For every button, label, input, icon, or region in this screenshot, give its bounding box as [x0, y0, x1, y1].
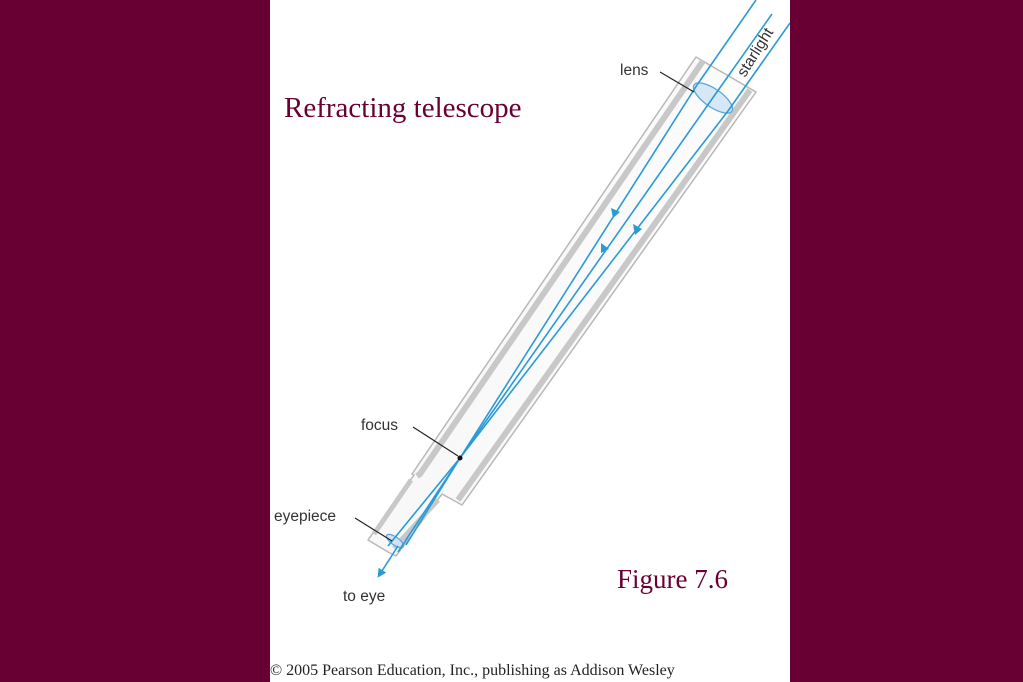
- focus-leader: [412, 426, 459, 457]
- ray-1: [696, 0, 757, 86]
- ray-arrow-3: [633, 224, 642, 235]
- to-eye-label: to eye: [343, 588, 385, 605]
- ray-diverge-3: [405, 457, 461, 546]
- ray-3: [727, 22, 790, 112]
- ray-2-refracted: [459, 98, 713, 459]
- tube-wall-right: [455, 88, 753, 502]
- focus-label: focus: [361, 417, 398, 434]
- ray-2: [711, 13, 773, 100]
- light-rays: [377, 0, 790, 578]
- figure-number: Figure 7.6: [617, 564, 728, 594]
- eyepiece-lens: [385, 533, 405, 549]
- ray-arrow-1: [611, 208, 620, 218]
- focus-point: [457, 455, 463, 461]
- telescope-diagram: lens focus eyepiece to eye starlight: [274, 0, 790, 605]
- lens-label: lens: [620, 62, 649, 79]
- ray-diverge-1: [387, 457, 461, 547]
- ray-3-refracted: [459, 110, 729, 459]
- ray-1-refracted: [459, 84, 698, 459]
- figure-panel: lens focus eyepiece to eye starlight Ref…: [270, 0, 790, 682]
- copyright-notice: © 2005 Pearson Education, Inc., publishi…: [270, 662, 675, 679]
- telescope-tube: [367, 56, 757, 557]
- ray-arrows: [601, 208, 642, 253]
- diagram-title: Refracting telescope: [284, 92, 522, 124]
- lens-leader: [659, 71, 695, 93]
- ray-arrow-2: [601, 243, 609, 253]
- ray-to-eye: [377, 545, 399, 578]
- tube-wall-left: [415, 59, 706, 479]
- eyepiece-label: eyepiece: [274, 508, 336, 525]
- eyepiece-leader: [354, 517, 393, 542]
